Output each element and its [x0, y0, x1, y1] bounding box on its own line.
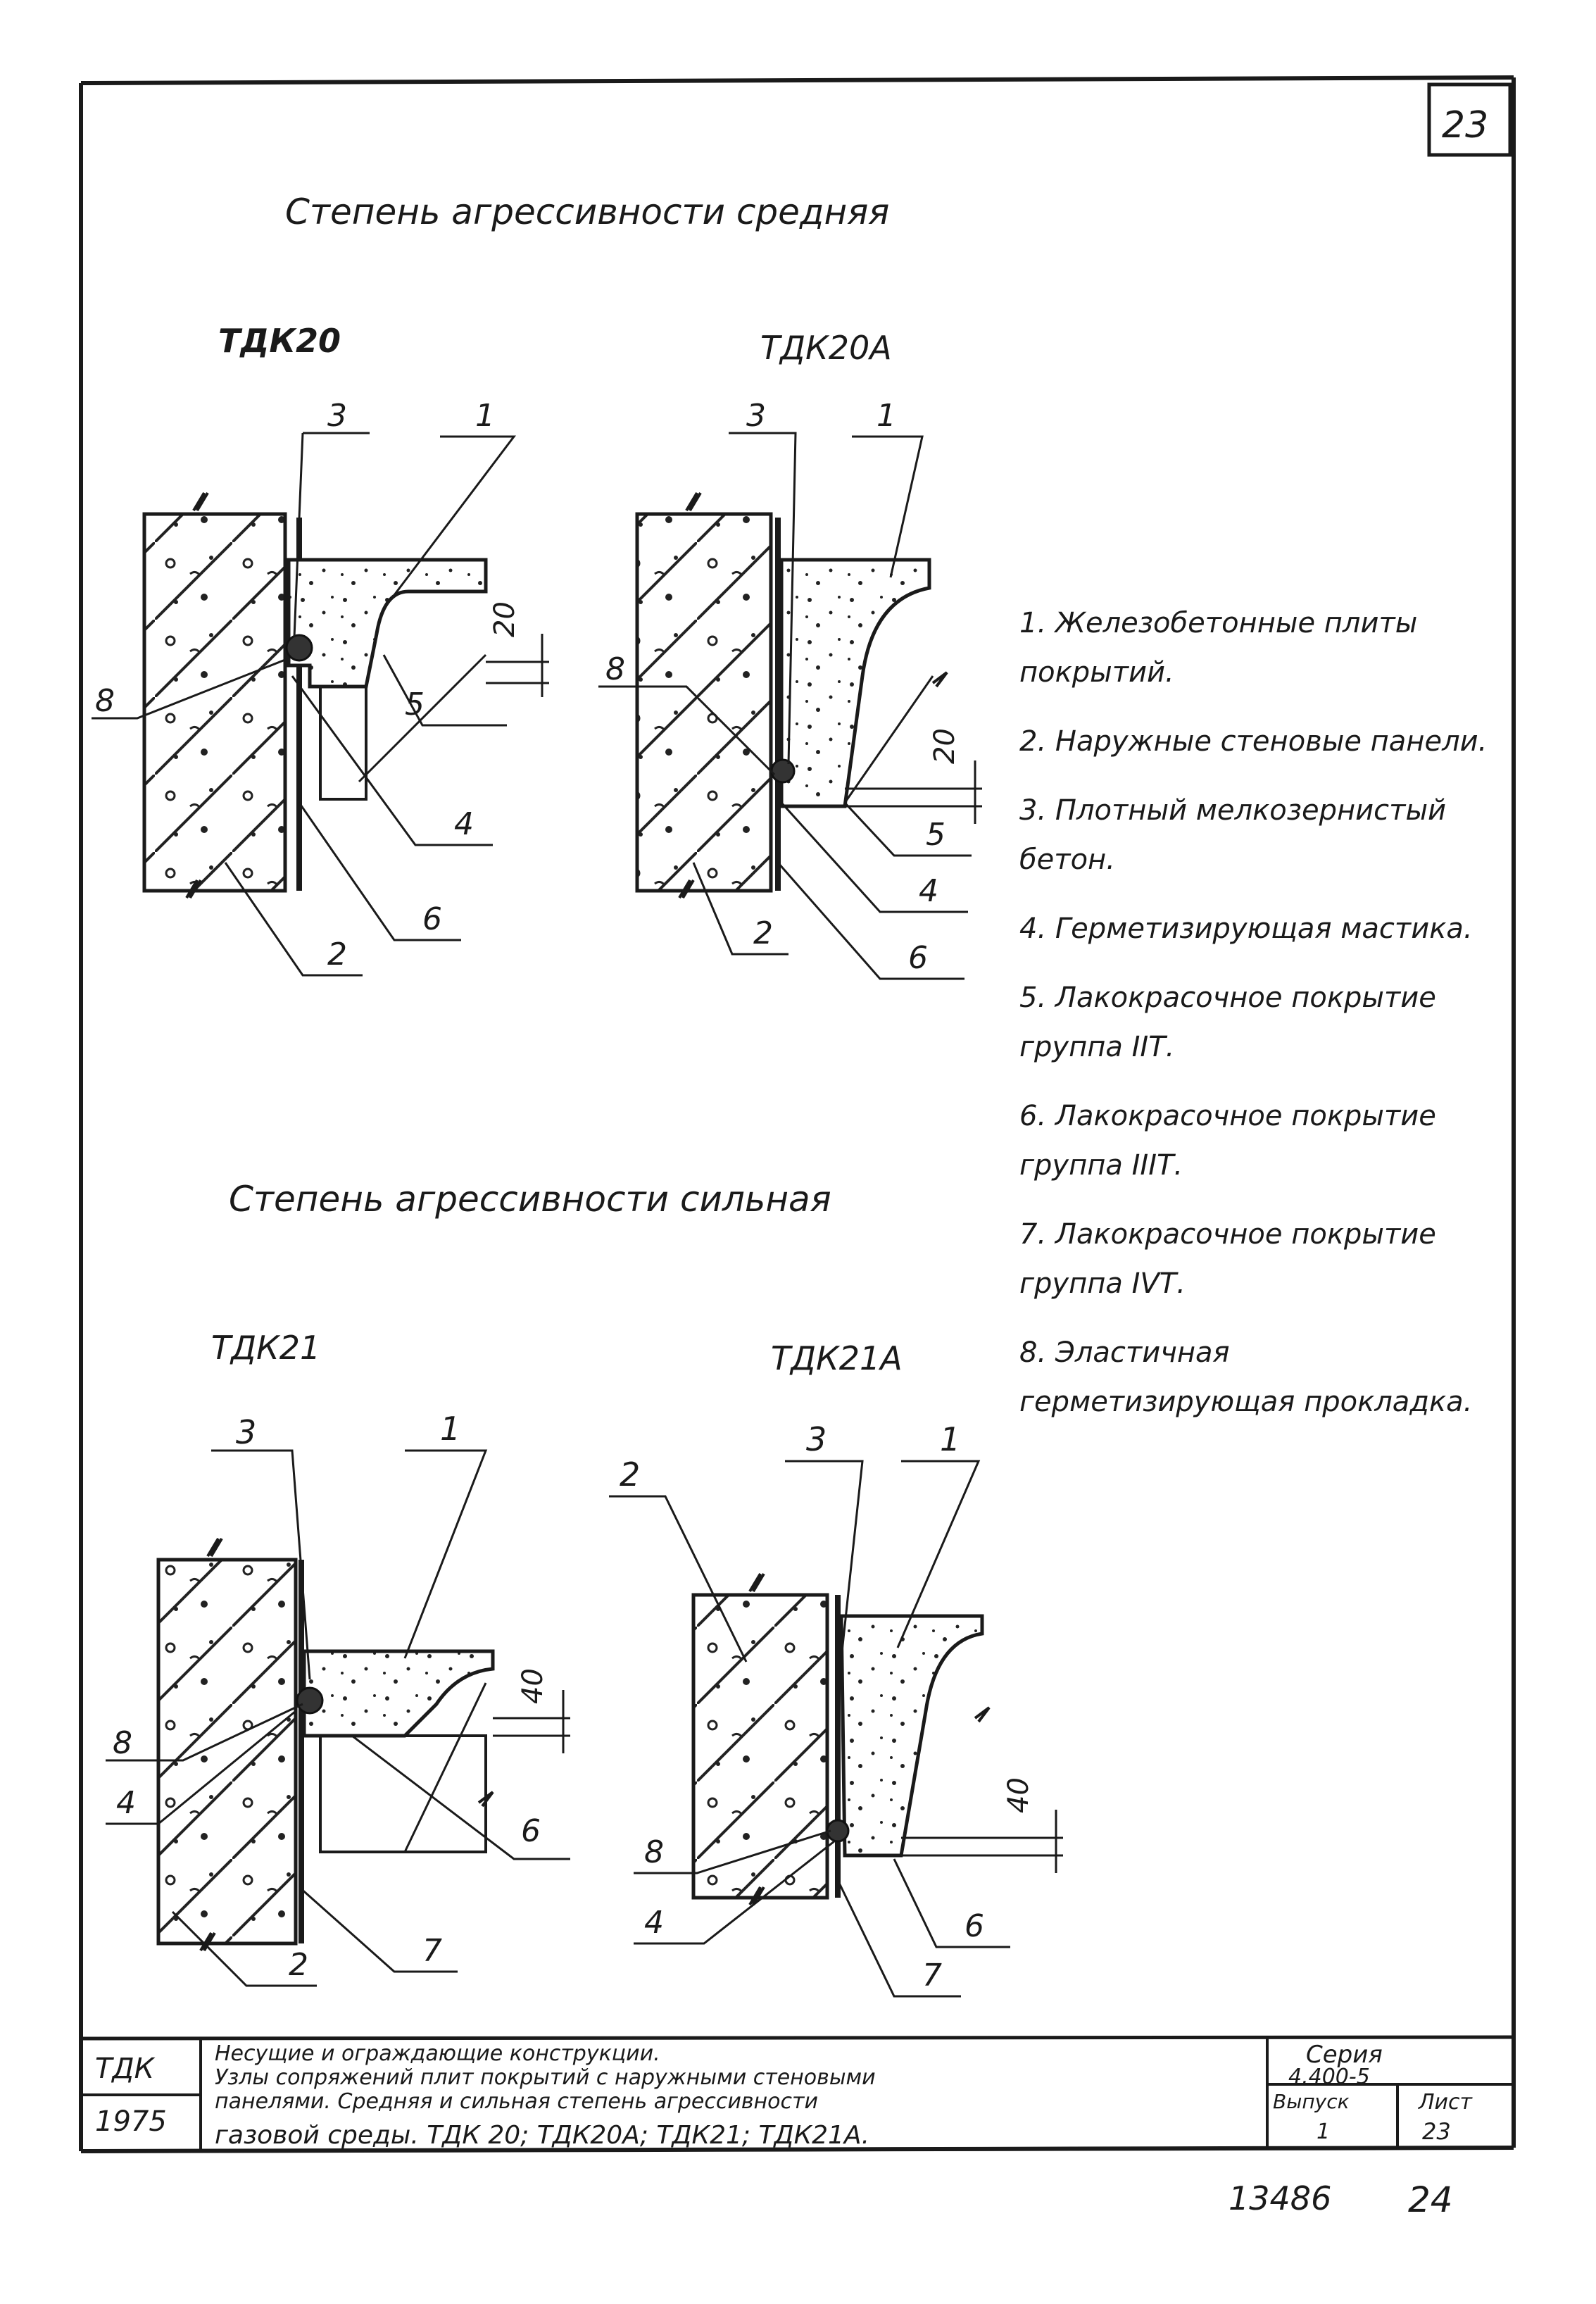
callout-label: 1 — [940, 1420, 960, 1458]
callout-label: 4 — [919, 873, 938, 909]
series-value: 4.400-5 — [1288, 2065, 1370, 2089]
callout-label: 1 — [876, 398, 896, 434]
callout-label: 3 — [746, 398, 766, 434]
inventory-number: 13486 — [1229, 2179, 1332, 2217]
dimension-label: 20 — [929, 728, 961, 764]
description-line: Узлы сопряжений плит покрытий с наружным… — [215, 2065, 876, 2090]
sheet-value: 23 — [1422, 2118, 1451, 2145]
legend-item: 6. Лакокрасочное покрытие группа IIIТ. — [1019, 1100, 1436, 1182]
callout-label: 2 — [620, 1455, 640, 1494]
drawing-frame — [79, 75, 1516, 2153]
dimension-label: 40 — [517, 1668, 549, 1704]
callout-label: 7 — [422, 1933, 442, 1969]
callout-label: 7 — [922, 1958, 942, 1993]
callout-label: 2 — [289, 1947, 308, 1983]
description-line: Несущие и ограждающие конструкции. — [215, 2041, 660, 2066]
legend-item: 7. Лакокрасочное покрытие группа IVТ. — [1019, 1218, 1436, 1300]
sheet-label: Лист — [1419, 2090, 1473, 2115]
legend: 1. Железобетонные плиты покрытий. 2. Нар… — [1019, 599, 1512, 1446]
sheet-number: 23 — [1442, 104, 1488, 146]
title-block-description: Несущие и ограждающие конструкции. Узлы … — [215, 2042, 1257, 2148]
callout-label: 8 — [95, 683, 115, 719]
detail-title: ТДК21 — [211, 1329, 320, 1367]
dimension-label: 20 — [489, 601, 521, 637]
detail-tdk21: ТДК21 40 3 1 8 4 6 2 7 — [106, 1329, 570, 1987]
callout-label: 5 — [926, 817, 945, 853]
legend-item: 3. Плотный мелкозернистый бетон. — [1019, 794, 1447, 876]
callout-label: 8 — [605, 651, 625, 687]
callout-label: 8 — [644, 1834, 664, 1870]
callout-label: 2 — [327, 937, 347, 972]
description-line: газовой среды. ТДК 20; ТДК20А; ТДК21; ТД… — [215, 2121, 870, 2150]
section-title-medium: Степень агрессивности средняя — [285, 192, 889, 232]
callout-label: 5 — [405, 687, 425, 722]
callout-label: 6 — [422, 901, 442, 937]
callout-label: 3 — [236, 1413, 256, 1451]
callout-label: 1 — [475, 398, 495, 434]
title-block-year: 1975 — [95, 2105, 167, 2138]
legend-item: 2. Наружные стеновые панели. — [1019, 725, 1488, 758]
detail-tdk21a: ТДК21А 40 2 3 1 8 4 6 7 — [609, 1339, 1063, 1998]
sealant-gasket — [285, 634, 313, 662]
detail-title: ТДК21А — [771, 1339, 903, 1377]
description-line: панелями. Средняя и сильная степень агре… — [215, 2089, 818, 2114]
legend-item: 1. Железобетонные плиты покрытий. — [1019, 607, 1418, 689]
page-number: 24 — [1408, 2179, 1453, 2220]
issue-label: Выпуск — [1273, 2090, 1350, 2113]
callout-label: 3 — [806, 1420, 827, 1458]
sealant-gasket — [826, 1819, 850, 1843]
detail-tdk20: ТДК20 20 3 1 8 5 4 6 2 — [92, 322, 549, 977]
legend-item: 8. Эластичная герметизирующая прокладка. — [1019, 1336, 1473, 1418]
callout-label: 1 — [440, 1410, 460, 1448]
callout-label: 6 — [908, 940, 928, 976]
legend-item: 5. Лакокрасочное покрытие группа IIТ. — [1019, 982, 1436, 1063]
detail-tdk20a: ТДК20А 20 3 1 8 5 4 2 6 — [598, 329, 982, 980]
callout-label: 2 — [753, 915, 773, 951]
callout-label: 6 — [964, 1908, 984, 1944]
legend-item: 4. Герметизирующая мастика. — [1019, 913, 1473, 945]
callout-label: 3 — [327, 398, 347, 434]
title-block-org: ТДК — [95, 2053, 155, 2085]
issue-value: 1 — [1317, 2120, 1331, 2144]
sealant-gasket — [296, 1686, 324, 1715]
series-label: Серия — [1306, 2041, 1383, 2069]
sealant-gasket — [770, 758, 796, 784]
callout-label: 4 — [644, 1905, 664, 1941]
sheet-number-box: 23 — [1427, 82, 1512, 157]
callout-label: 4 — [454, 806, 474, 842]
detail-title: ТДК20А — [760, 329, 892, 367]
callout-label: 8 — [113, 1725, 132, 1761]
section-title-strong: Степень агрессивности сильная — [229, 1179, 831, 1220]
callout-label: 4 — [116, 1785, 136, 1821]
title-block — [80, 2035, 1514, 2151]
callout-label: 6 — [521, 1813, 541, 1849]
detail-title: ТДК20 — [218, 322, 341, 360]
dimension-label: 40 — [1003, 1777, 1035, 1813]
